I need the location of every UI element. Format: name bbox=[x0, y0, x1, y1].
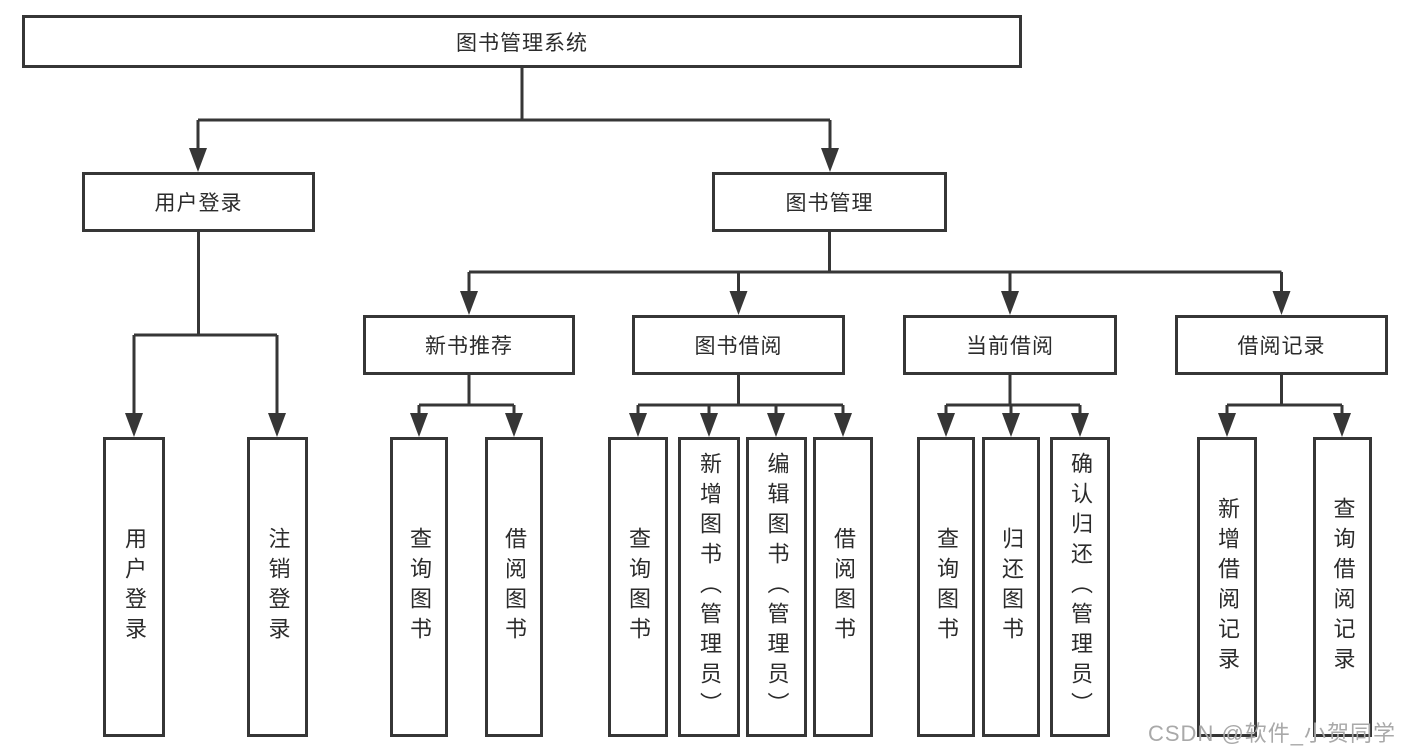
node-root-system: 图书管理系统 bbox=[22, 15, 1022, 68]
node-label: 新书推荐 bbox=[425, 335, 513, 358]
node-label: 当前借阅 bbox=[966, 335, 1054, 358]
node-label: 图书借阅 bbox=[694, 335, 783, 358]
node-book-borrow: 图书借阅 bbox=[632, 315, 845, 375]
leaf-label: 归还图书 bbox=[999, 527, 1024, 647]
leaf-label: 用户登录 bbox=[122, 527, 147, 647]
leaf-recommend-query-book: 查询图书 bbox=[390, 437, 448, 737]
leaf-label: 新增借阅记录 bbox=[1215, 497, 1240, 677]
leaf-label: 查询图书 bbox=[407, 527, 432, 647]
leaf-label: 编辑图书（管理员） bbox=[764, 452, 790, 722]
leaf-label: 借阅图书 bbox=[502, 527, 527, 647]
leaf-current-confirm-return-admin: 确认归还（管理员） bbox=[1050, 437, 1110, 737]
leaf-borrow-add-book-admin: 新增图书（管理员） bbox=[678, 437, 740, 737]
leaf-label: 注销登录 bbox=[265, 527, 291, 647]
node-label: 借阅记录 bbox=[1237, 335, 1326, 358]
node-user-login: 用户登录 bbox=[82, 172, 315, 232]
leaf-borrow-borrow-book: 借阅图书 bbox=[813, 437, 873, 737]
node-label: 用户登录 bbox=[154, 192, 243, 215]
node-new-book-recommend: 新书推荐 bbox=[363, 315, 575, 375]
leaf-label: 新增图书（管理员） bbox=[697, 452, 722, 722]
node-label: 图书管理 bbox=[785, 192, 874, 215]
node-book-management: 图书管理 bbox=[712, 172, 947, 232]
leaf-borrow-edit-book-admin: 编辑图书（管理员） bbox=[746, 437, 807, 737]
leaf-logout: 注销登录 bbox=[247, 437, 308, 737]
leaf-records-query-record: 查询借阅记录 bbox=[1313, 437, 1372, 737]
leaf-current-return-book: 归还图书 bbox=[982, 437, 1040, 737]
leaf-current-query-book: 查询图书 bbox=[917, 437, 975, 737]
node-current-borrow: 当前借阅 bbox=[903, 315, 1117, 375]
node-label: 图书管理系统 bbox=[456, 31, 588, 55]
leaf-label: 借阅图书 bbox=[831, 527, 856, 647]
watermark: CSDN @软件_小贺同学 bbox=[1148, 721, 1397, 746]
leaf-recommend-borrow-book: 借阅图书 bbox=[485, 437, 543, 737]
leaf-label: 查询借阅记录 bbox=[1330, 497, 1356, 677]
node-borrow-records: 借阅记录 bbox=[1175, 315, 1388, 375]
arrowheads bbox=[125, 148, 1351, 437]
leaf-label: 确认归还（管理员） bbox=[1068, 452, 1093, 722]
leaf-records-add-record: 新增借阅记录 bbox=[1197, 437, 1257, 737]
leaf-label: 查询图书 bbox=[626, 527, 651, 647]
leaf-borrow-query-book: 查询图书 bbox=[608, 437, 668, 737]
leaf-user-login: 用户登录 bbox=[103, 437, 165, 737]
leaf-label: 查询图书 bbox=[934, 527, 959, 647]
